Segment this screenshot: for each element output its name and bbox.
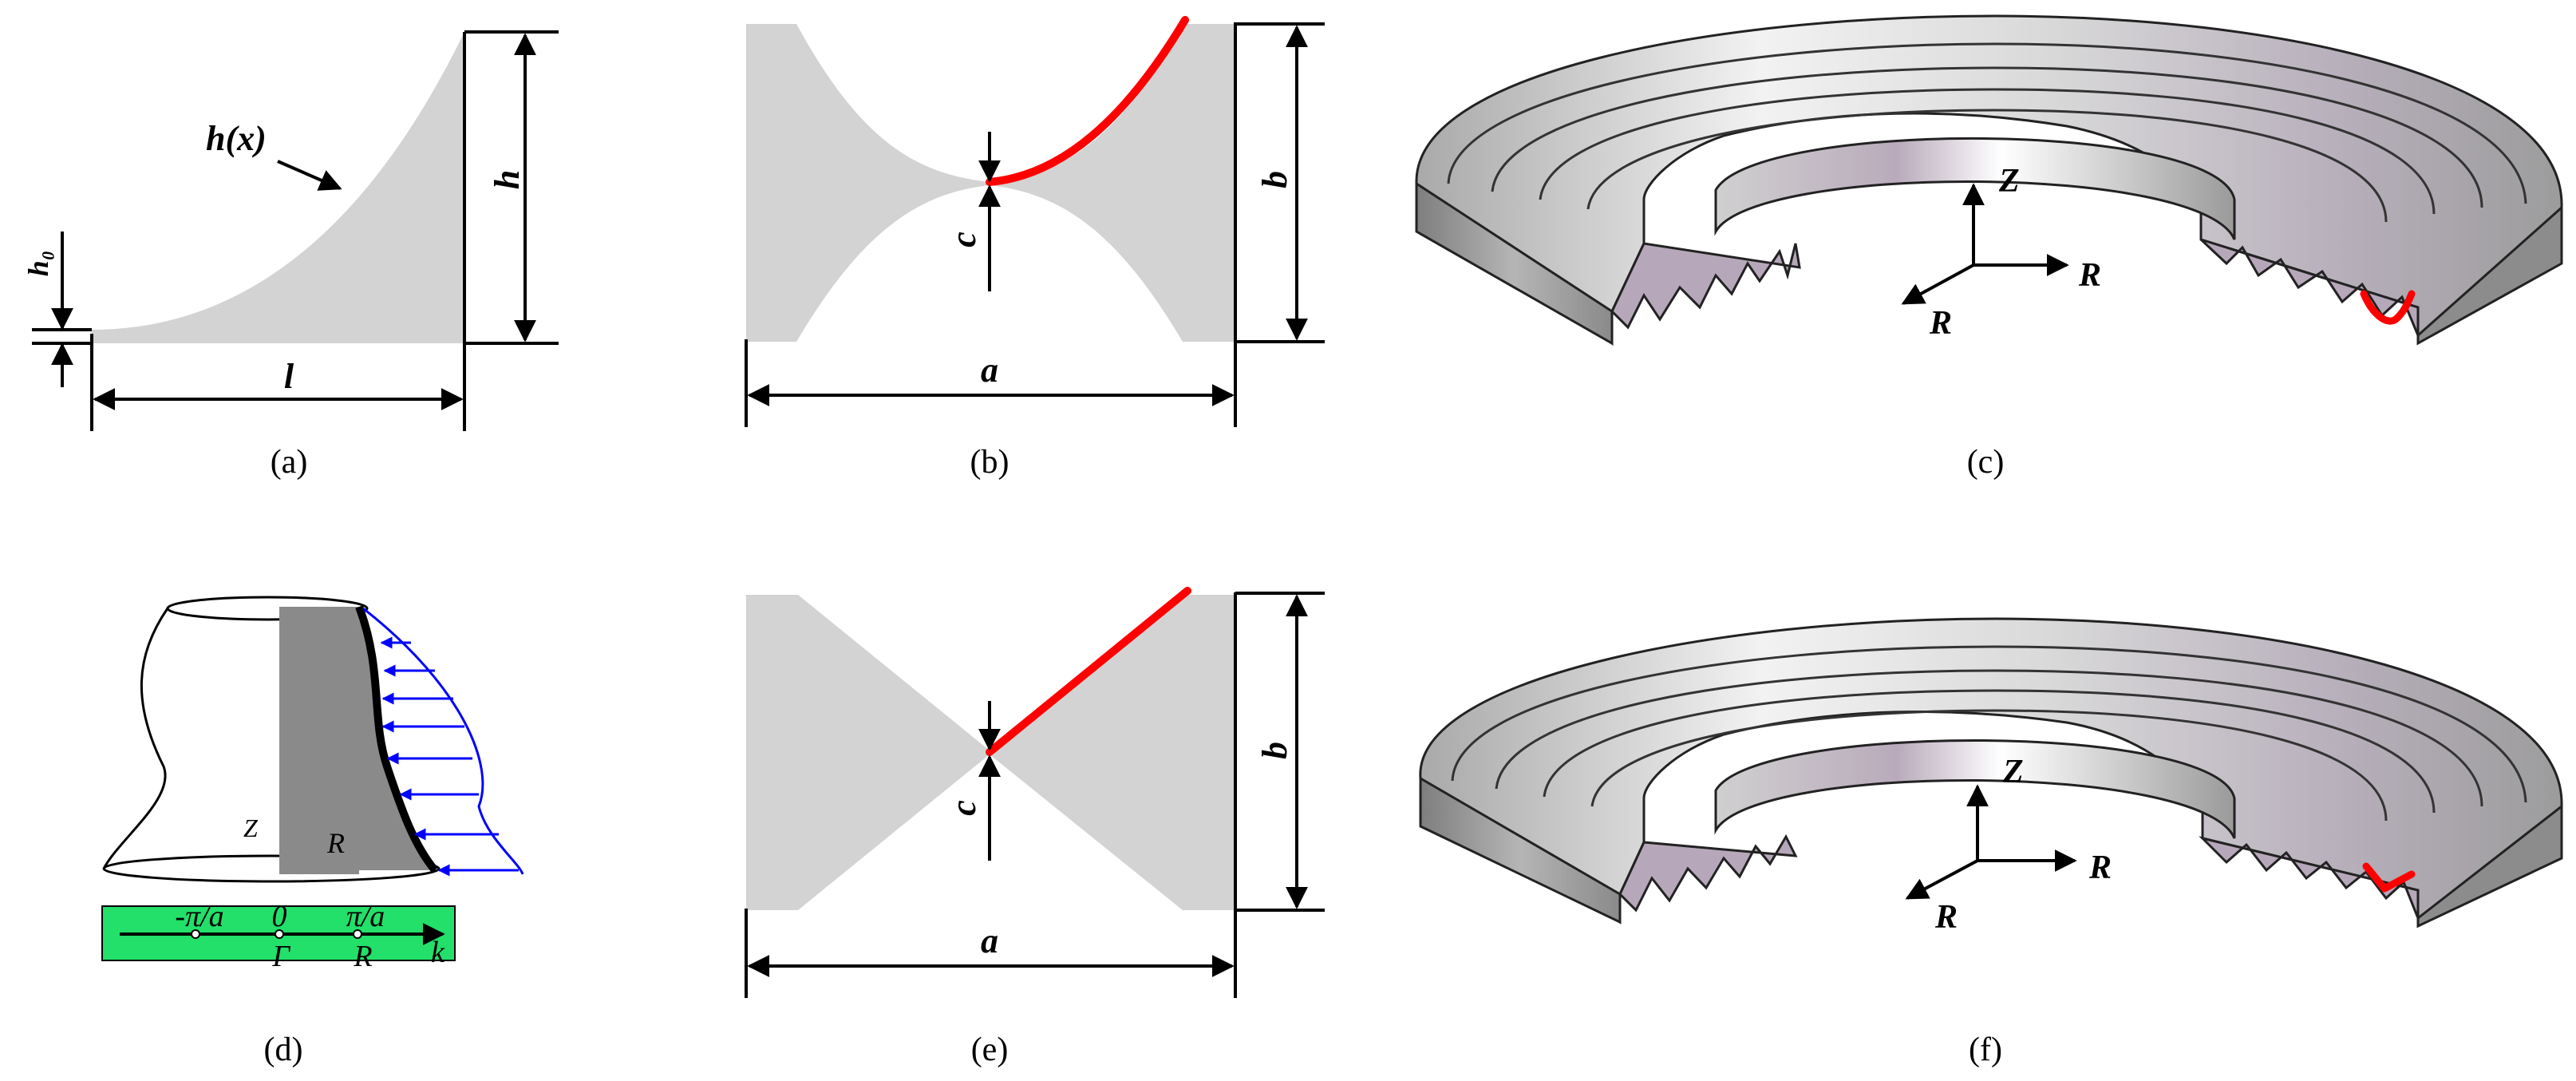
panel-c: Z R R (c) — [1415, 14, 2563, 481]
gap-label-e: c — [944, 800, 983, 816]
inner-wall-f — [1714, 739, 2236, 839]
groove-2-c — [1491, 66, 2483, 208]
groove-1-c — [1447, 42, 2527, 204]
groove-4-f — [1590, 709, 2388, 822]
red-profile-c — [2360, 290, 2416, 325]
cut-face-right-f — [2199, 836, 2420, 919]
tick-pos-point — [353, 929, 362, 939]
panel-a: h h₀ l h(x) (a) — [22, 30, 559, 481]
height-label: h — [488, 170, 527, 189]
caption-b: (b) — [970, 444, 1009, 481]
inner-wall-c — [1714, 137, 2236, 240]
panel-e: b c a (e) — [745, 587, 1325, 1068]
cut-plane-d — [279, 607, 359, 874]
axis-r-left-label-f: R — [1934, 899, 1958, 936]
length-label: l — [284, 357, 294, 396]
caption-c: (c) — [1967, 444, 2005, 481]
caption-a: (a) — [271, 444, 308, 481]
pressure-envelope-d — [362, 607, 524, 875]
axis-r-left-label-c: R — [1929, 305, 1952, 342]
panel-f: Z R R (f) — [1419, 617, 2563, 1068]
height-label-b: b — [1255, 171, 1294, 188]
axis-r-left-c — [1901, 263, 1974, 305]
axis-z-label-d: Z — [243, 814, 259, 842]
k-label: k — [431, 936, 445, 969]
h0-label: h₀ — [22, 251, 54, 277]
ring-outer-side-right-c — [2416, 204, 2563, 346]
left-contour-d — [102, 608, 169, 869]
section-gray-d — [359, 607, 435, 870]
groove-2-f — [1495, 669, 2483, 807]
tick-zero-label: 0 — [272, 900, 287, 933]
caption-e: (e) — [971, 1032, 1009, 1068]
curve-label: h(x) — [206, 119, 267, 158]
curve-pointer — [277, 160, 342, 191]
cut-face-right-c — [2199, 238, 2420, 336]
height-label-e: b — [1255, 742, 1294, 759]
axis-r-right-label-c: R — [2078, 257, 2101, 294]
axis-r-label-d: R — [326, 827, 345, 859]
ring-outer-side-f — [1419, 776, 1622, 925]
groove-3-c — [1539, 88, 2436, 215]
groove-3-f — [1543, 689, 2436, 814]
width-label-e: a — [981, 921, 998, 960]
panel-d: Z R -π/a 0 π/a Γ R k (d) — [101, 596, 524, 1068]
profile-a-shape — [92, 32, 464, 343]
cut-face-left-c — [1610, 242, 1801, 330]
cut-face-left-f — [1618, 834, 1798, 913]
tick-neg-point — [191, 929, 200, 939]
axis-z-label-f: Z — [2002, 754, 2024, 790]
tick-zero-point — [275, 929, 284, 939]
axis-r-left-f — [1905, 859, 1978, 900]
caption-f: (f) — [1969, 1032, 2002, 1068]
groove-1-f — [1451, 645, 2527, 803]
r-point-label: R — [353, 940, 372, 973]
red-profile-f — [2362, 862, 2416, 893]
profile-edge-d — [355, 605, 438, 873]
tick-neg-label: -π/a — [175, 900, 223, 933]
gamma-label: Γ — [271, 940, 290, 973]
ring-outer-side-c — [1415, 181, 1614, 346]
axis-r-right-label-f: R — [2088, 849, 2112, 886]
red-line-e — [986, 587, 1191, 756]
groove-4-c — [1586, 109, 2388, 223]
width-label-b: a — [981, 350, 998, 390]
red-curve-b — [986, 16, 1189, 186]
caption-d: (d) — [264, 1032, 303, 1068]
tick-pos-label: π/a — [346, 900, 385, 933]
ring-outer-side-right-f — [2416, 803, 2563, 929]
gap-label-b: c — [944, 232, 983, 247]
axis-z-label-c: Z — [1998, 163, 2020, 200]
panel-b: b c a (b) — [745, 16, 1325, 481]
